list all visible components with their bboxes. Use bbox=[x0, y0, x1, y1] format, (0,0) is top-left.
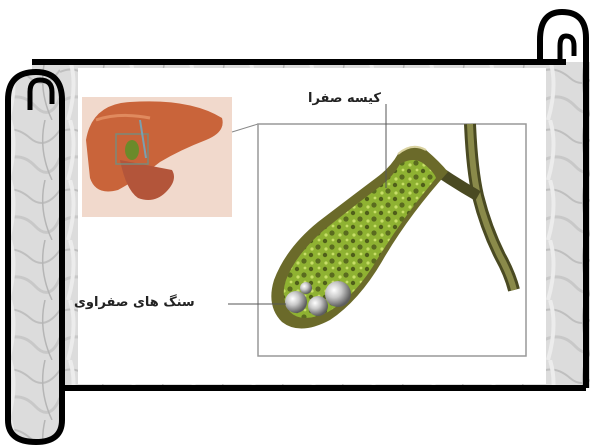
liver-inset-image bbox=[82, 97, 258, 217]
scroll-left-roll bbox=[8, 72, 62, 442]
gallstones-label: سنگ های صفراوی bbox=[74, 295, 195, 310]
gallbladder-label: کیسه صفرا bbox=[308, 91, 381, 106]
